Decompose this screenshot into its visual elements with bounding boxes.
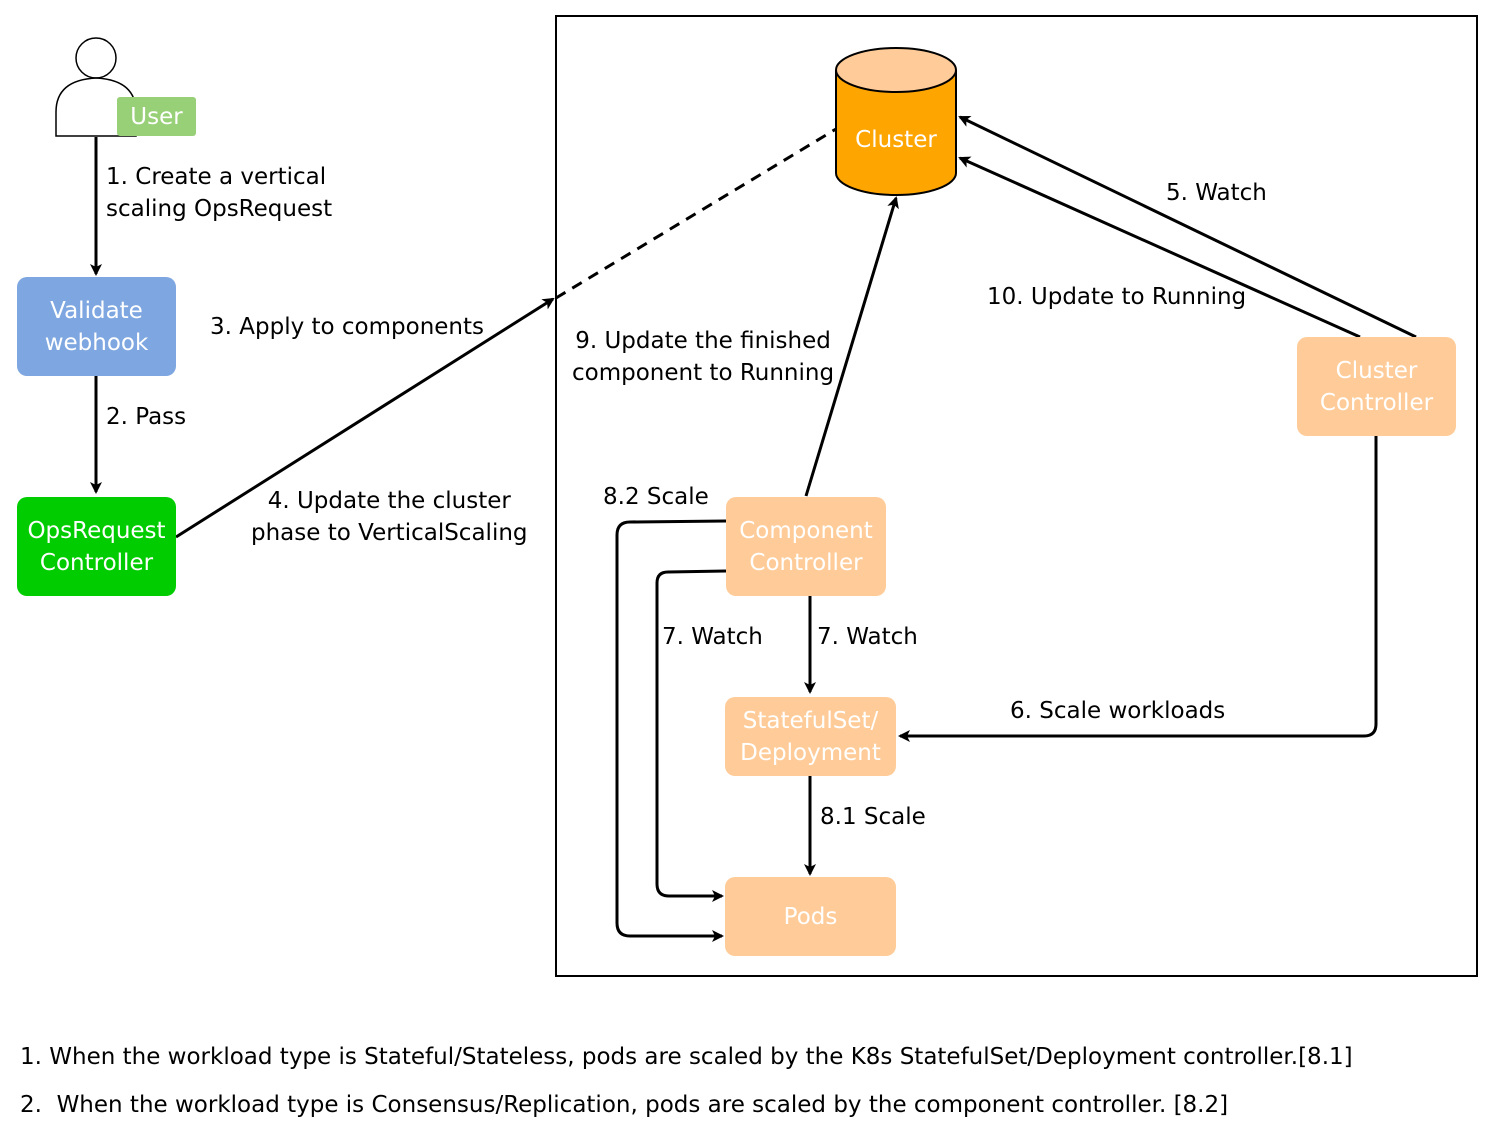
component-controller-box[interactable]: Component Controller bbox=[726, 497, 886, 596]
label-step6: 6. Scale workloads bbox=[1010, 698, 1226, 724]
statefulset-deployment-box[interactable]: StatefulSet/ Deployment bbox=[725, 697, 896, 776]
label-step4: 4. Update the cluster phase to VerticalS… bbox=[251, 488, 528, 546]
label-step7-pods: 7. Watch bbox=[662, 624, 763, 650]
edge-update-phase bbox=[175, 297, 555, 539]
kubernetes-boundary bbox=[555, 15, 1478, 977]
label-step8-2: 8.2 Scale bbox=[603, 484, 709, 510]
edge-scale-8-2 bbox=[615, 519, 727, 942]
edge-watch-pods bbox=[655, 569, 727, 902]
cluster-label: Cluster bbox=[855, 127, 937, 153]
edge-scale-workloads bbox=[898, 436, 1378, 742]
edge-apply-dashed bbox=[555, 127, 837, 300]
label-step1: 1. Create a vertical scaling OpsRequest bbox=[106, 164, 333, 222]
label-step3: 3. Apply to components bbox=[210, 314, 485, 340]
validate-webhook-box[interactable]: Validate webhook bbox=[17, 277, 176, 376]
edge-component-running bbox=[804, 196, 899, 497]
label-step9: 9. Update the finished component to Runn… bbox=[572, 328, 835, 386]
database-cylinder-icon bbox=[835, 47, 957, 196]
opsrequest-controller-box[interactable]: OpsRequest Controller bbox=[17, 497, 176, 596]
label-step2: 2. Pass bbox=[106, 404, 187, 430]
cluster-controller-box[interactable]: Cluster Controller bbox=[1297, 337, 1456, 436]
edge-update-running bbox=[958, 156, 1361, 339]
label-step10: 10. Update to Running bbox=[987, 284, 1247, 310]
footnote-1: 1. When the workload type is Stateful/St… bbox=[20, 1044, 1353, 1070]
label-step7-statefulset: 7. Watch bbox=[817, 624, 918, 650]
user-label: User bbox=[117, 97, 196, 136]
person-outline-icon bbox=[55, 37, 137, 137]
label-step5: 5. Watch bbox=[1166, 180, 1267, 206]
footnote-2: 2. When the workload type is Consensus/R… bbox=[20, 1092, 1229, 1118]
pods-box[interactable]: Pods bbox=[725, 877, 896, 956]
label-step8-1: 8.1 Scale bbox=[820, 804, 926, 830]
edge-watch-cluster bbox=[958, 115, 1417, 339]
